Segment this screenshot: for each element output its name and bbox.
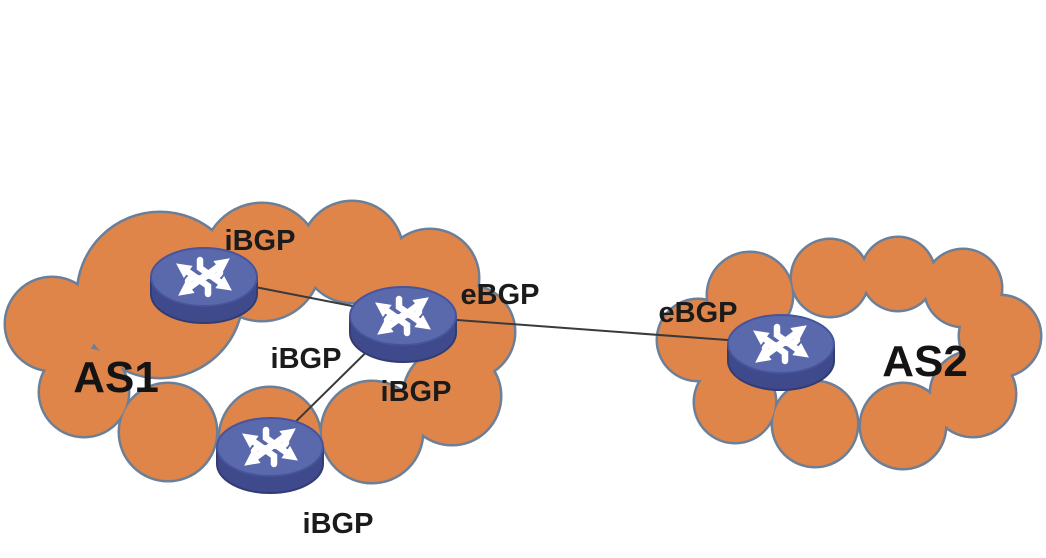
ibgp-label-center-left: iBGP xyxy=(271,343,342,375)
as1-bottom-router-icon xyxy=(217,418,323,493)
ibgp-label-center-right: iBGP xyxy=(381,376,452,408)
as2-cloud xyxy=(658,238,1040,468)
ibgp-label-bottom: iBGP xyxy=(303,508,374,540)
as2-cloud-fill xyxy=(658,238,1040,468)
as1-top-router-icon xyxy=(151,248,257,323)
as1-label: AS1 xyxy=(73,353,159,402)
as1-border-router-icon xyxy=(350,287,456,362)
as2-label: AS2 xyxy=(882,337,968,386)
ebgp-label-as2: eBGP xyxy=(659,297,738,329)
ebgp-label-as1: eBGP xyxy=(461,279,540,311)
link-ebgp xyxy=(402,315,782,345)
as2-router-icon xyxy=(728,315,834,390)
ibgp-label-top: iBGP xyxy=(225,225,296,257)
